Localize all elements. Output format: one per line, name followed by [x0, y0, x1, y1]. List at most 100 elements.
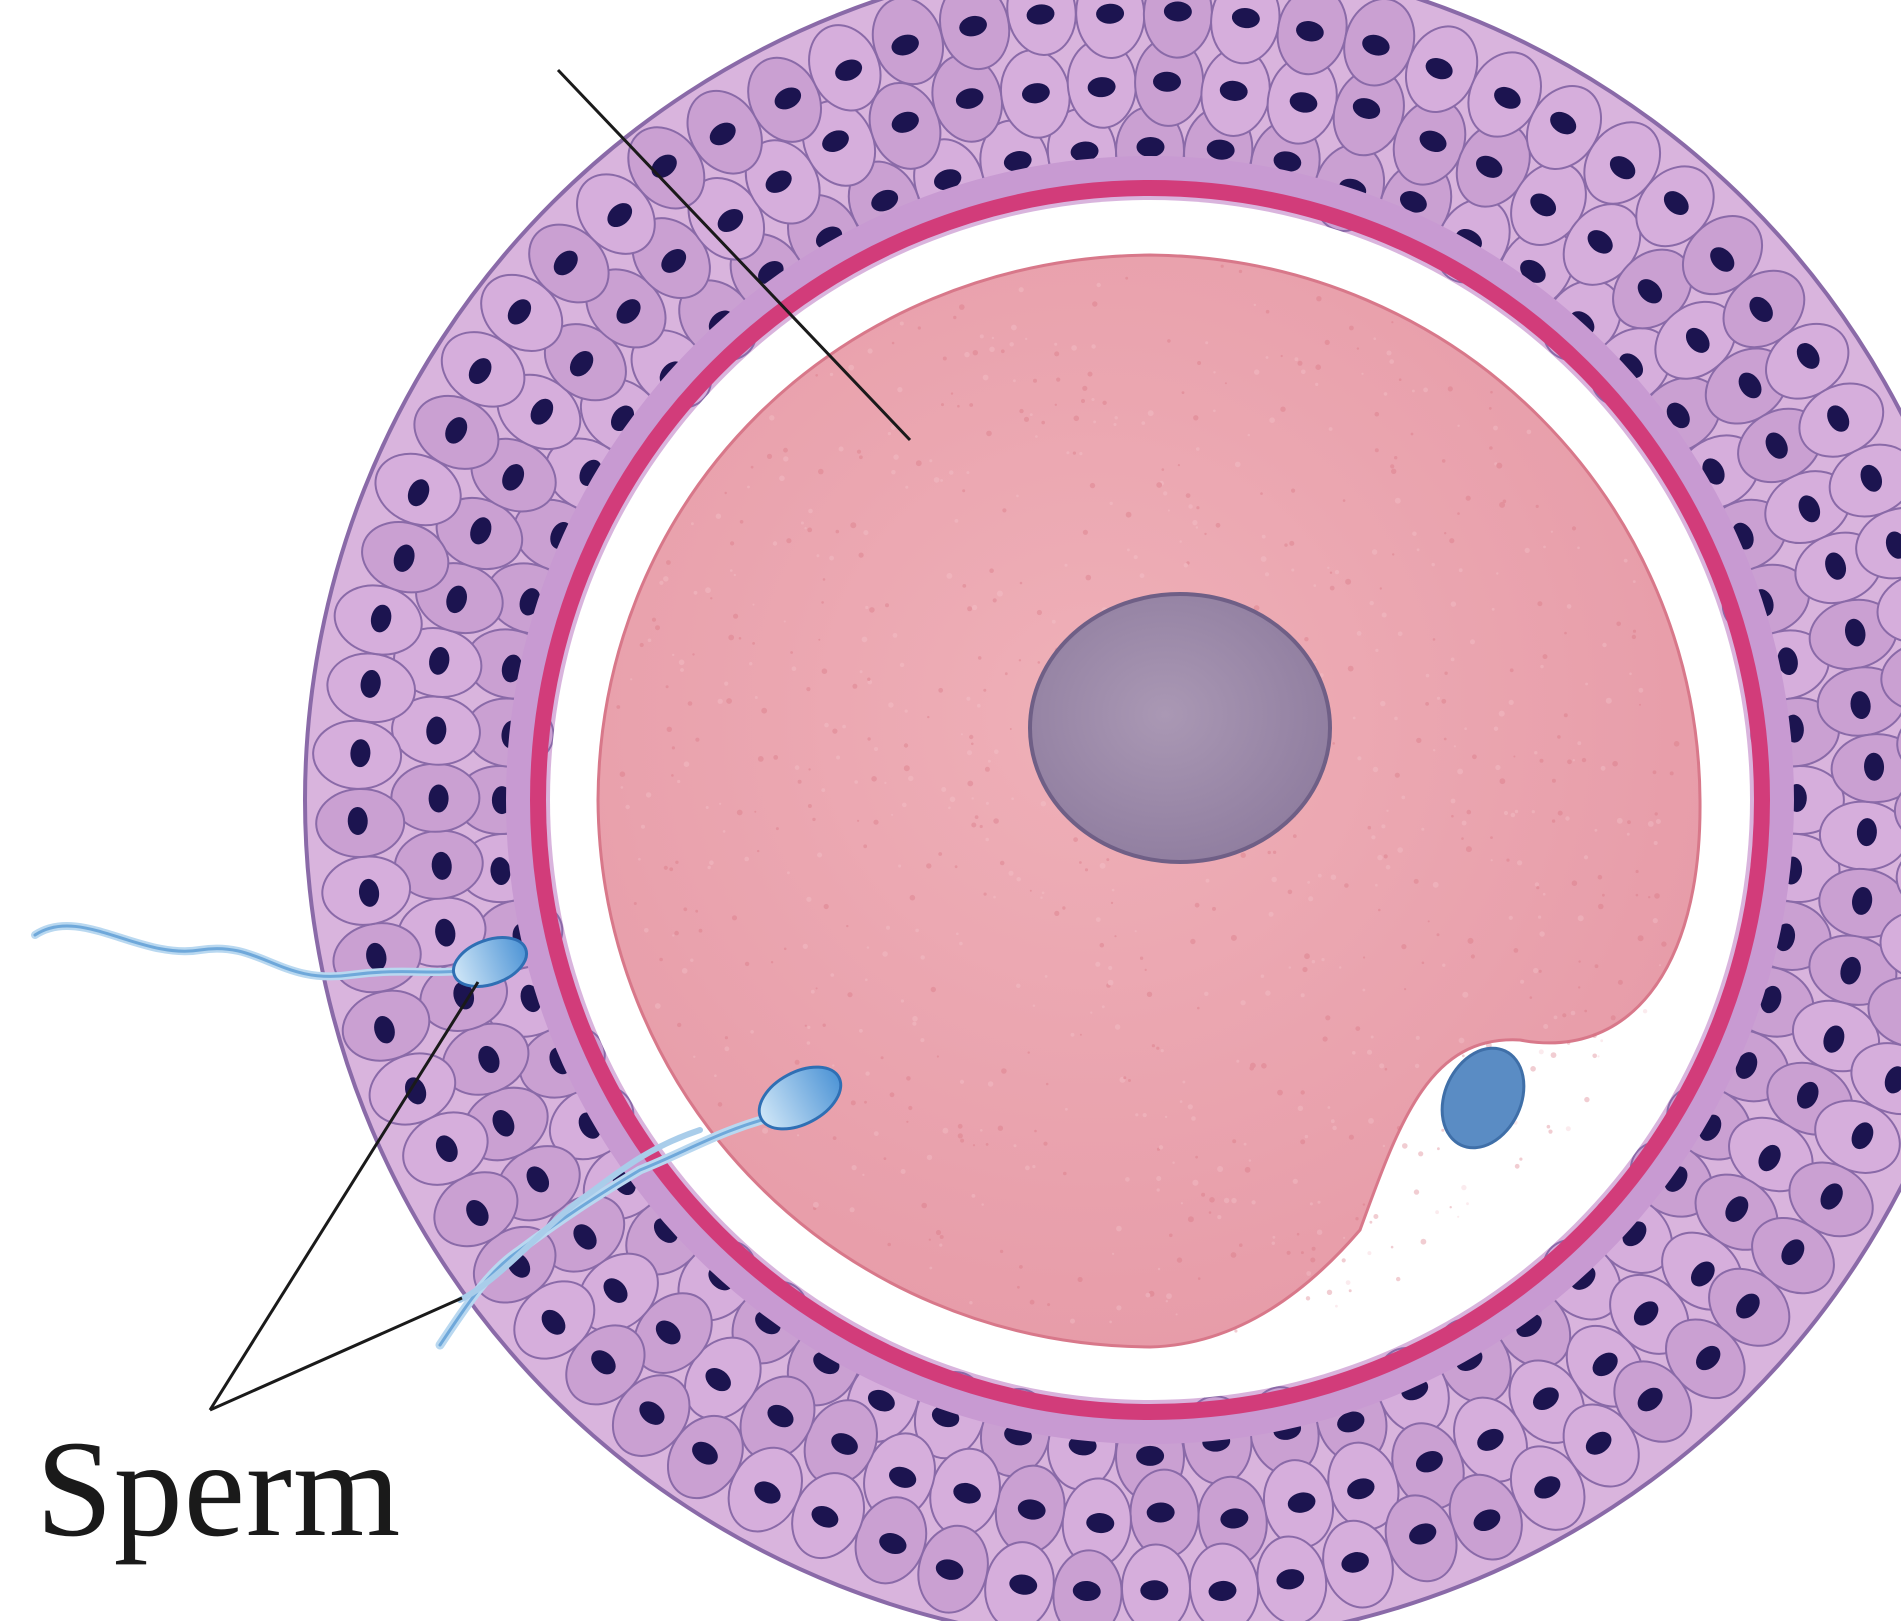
- cytoplasm-speckle: [1451, 814, 1454, 818]
- cytoplasm-speckle: [967, 750, 972, 756]
- corona-cell: [1867, 976, 1901, 1049]
- cytoplasm-speckle: [1032, 1165, 1036, 1169]
- cytoplasm-speckle: [1655, 819, 1661, 824]
- cytoplasm-speckle: [1546, 1124, 1551, 1129]
- cytoplasm-speckle: [859, 1028, 863, 1033]
- cytoplasm-speckle: [1394, 497, 1401, 504]
- cytoplasm-speckle: [1578, 960, 1581, 963]
- cytoplasm-speckle: [865, 978, 868, 982]
- cytoplasm-speckle: [1265, 990, 1271, 996]
- cytoplasm-speckle: [940, 479, 943, 482]
- cytoplasm-speckle: [1637, 935, 1644, 942]
- cytoplasm-speckle: [1345, 1280, 1351, 1285]
- cytoplasm-speckle: [1070, 1032, 1075, 1037]
- cytoplasm-speckle: [1583, 855, 1589, 860]
- cytoplasm-speckle: [1493, 425, 1498, 431]
- cytoplasm-speckle: [1391, 468, 1397, 474]
- cytoplasm-speckle: [821, 668, 828, 674]
- cytoplasm-speckle: [1397, 847, 1403, 853]
- corona-cell-nucleus: [1425, 58, 1453, 80]
- cytoplasm-speckle: [813, 1206, 817, 1211]
- cytoplasm-speckle: [1410, 432, 1414, 436]
- cytoplasm-speckle: [1342, 499, 1346, 502]
- cytoplasm-speckle: [1029, 889, 1032, 892]
- corona-cell-nucleus: [603, 1278, 628, 1303]
- cytoplasm-speckle: [1156, 482, 1163, 488]
- cytoplasm-speckle: [1371, 549, 1378, 555]
- cytoplasm-speckle: [1642, 1009, 1648, 1014]
- cytoplasm-speckle: [1288, 966, 1292, 969]
- cytoplasm-speckle: [754, 696, 758, 699]
- cytoplasm-speckle: [1401, 944, 1407, 950]
- cytoplasm-speckle: [1041, 420, 1045, 425]
- cytoplasm-speckle: [929, 1266, 933, 1270]
- cytoplasm-speckle: [726, 698, 732, 704]
- cytoplasm-speckle: [1113, 423, 1117, 426]
- cytoplasm-speckle: [1321, 958, 1325, 962]
- cytoplasm-speckle: [899, 662, 905, 668]
- cytoplasm-speckle: [1190, 938, 1196, 945]
- cytoplasm-speckle: [1627, 820, 1631, 825]
- cytoplasm-speckle: [1286, 1250, 1291, 1255]
- cytoplasm-speckle: [967, 606, 973, 612]
- cytoplasm-speckle: [630, 678, 633, 681]
- cytoplasm-speckle: [762, 1127, 769, 1134]
- cytoplasm-speckle: [1109, 501, 1113, 506]
- corona-cell-nucleus: [1852, 887, 1873, 915]
- cytoplasm-speckle: [1339, 966, 1342, 969]
- cytoplasm-speckle: [1147, 410, 1154, 417]
- cytoplasm-speckle: [900, 1169, 906, 1174]
- cytoplasm-speckle: [1185, 493, 1191, 498]
- cytoplasm-speckle: [1037, 661, 1041, 664]
- corona-cell-nucleus: [1096, 3, 1125, 24]
- cytoplasm-speckle: [999, 1249, 1004, 1254]
- cytoplasm-speckle: [905, 485, 909, 489]
- cytoplasm-speckle: [1036, 609, 1042, 616]
- cytoplasm-speckle: [1101, 1005, 1105, 1009]
- cytoplasm-speckle: [1016, 494, 1019, 498]
- cytoplasm-speckle: [1291, 568, 1295, 572]
- cytoplasm-speckle: [873, 819, 879, 825]
- cytoplasm-speckle: [739, 520, 744, 524]
- corona-cell-nucleus: [1777, 647, 1798, 676]
- cytoplasm-speckle: [953, 315, 957, 320]
- cytoplasm-speckle: [1315, 382, 1319, 386]
- cytoplasm-speckle: [1027, 1051, 1030, 1054]
- cytoplasm-speckle: [1144, 968, 1147, 972]
- cytoplasm-speckle: [1381, 612, 1387, 618]
- cytoplasm-speckle: [1509, 668, 1514, 673]
- corona-cell-nucleus: [446, 585, 468, 614]
- cytoplasm-speckle: [1378, 908, 1381, 912]
- cytoplasm-speckle: [1292, 1178, 1298, 1184]
- cytoplasm-speckle: [733, 573, 736, 577]
- cytoplasm-speckle: [1577, 741, 1582, 746]
- cytoplasm-speckle: [946, 573, 953, 579]
- corona-cell-nucleus: [429, 646, 450, 675]
- cytoplasm-speckle: [1654, 812, 1658, 816]
- cytoplasm-speckle: [1345, 578, 1352, 585]
- cytoplasm-speckle: [989, 568, 994, 573]
- corona-cell-nucleus: [959, 15, 987, 37]
- cytoplasm-speckle: [926, 1154, 933, 1161]
- cytoplasm-speckle: [1187, 1104, 1193, 1110]
- corona-cell-nucleus: [431, 851, 452, 880]
- cytoplasm-speckle: [1204, 991, 1209, 996]
- cytoplasm-speckle: [1240, 1000, 1246, 1006]
- cytoplasm-speckle: [1167, 339, 1171, 343]
- cytoplasm-speckle: [908, 775, 914, 782]
- cytoplasm-speckle: [906, 1076, 911, 1081]
- corona-cell: [1896, 707, 1901, 778]
- cytoplasm-speckle: [898, 864, 902, 868]
- cytoplasm-speckle: [730, 569, 733, 572]
- corona-cell-nucleus: [879, 1533, 907, 1555]
- corona-cell-nucleus: [955, 88, 984, 109]
- cytoplasm-speckle: [663, 576, 669, 582]
- cytoplasm-speckle: [808, 768, 811, 771]
- cytoplasm-speckle: [1329, 571, 1333, 574]
- cytoplasm-speckle: [1550, 1052, 1557, 1058]
- corona-cell-nucleus: [507, 299, 532, 325]
- cytoplasm-speckle: [1423, 387, 1428, 393]
- corona-cell-nucleus: [1587, 230, 1613, 254]
- cytoplasm-speckle: [1139, 956, 1144, 960]
- cytoplasm-speckle: [1437, 1147, 1440, 1151]
